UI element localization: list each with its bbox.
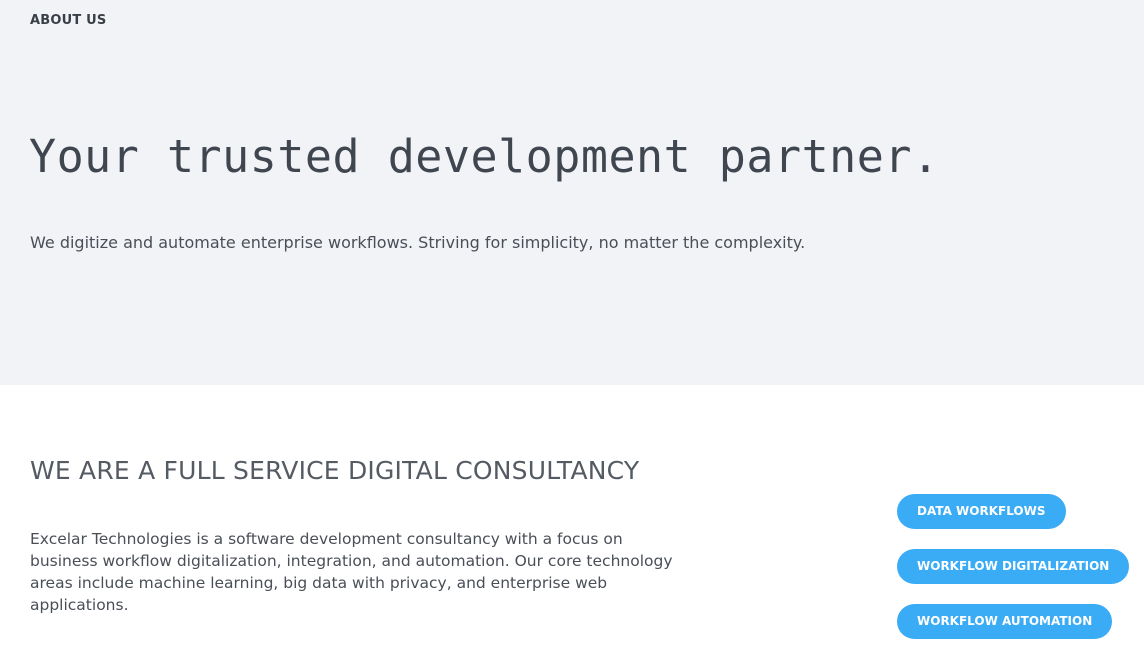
tag-workflow-digitalization[interactable]: WORKFLOW DIGITALIZATION	[897, 549, 1130, 584]
tag-data-workflows[interactable]: DATA WORKFLOWS	[897, 494, 1066, 529]
hero-headline: Your trusted development partner.	[29, 130, 940, 183]
hero-section: ABOUT US Your trusted development partne…	[0, 0, 1144, 385]
services-title: WE ARE A FULL SERVICE DIGITAL CONSULTANC…	[30, 456, 640, 485]
section-eyebrow: ABOUT US	[30, 13, 107, 28]
hero-tagline: We digitize and automate enterprise work…	[30, 233, 806, 252]
services-description: Excelar Technologies is a software devel…	[30, 530, 673, 614]
tag-workflow-automation[interactable]: WORKFLOW AUTOMATION	[897, 604, 1113, 639]
